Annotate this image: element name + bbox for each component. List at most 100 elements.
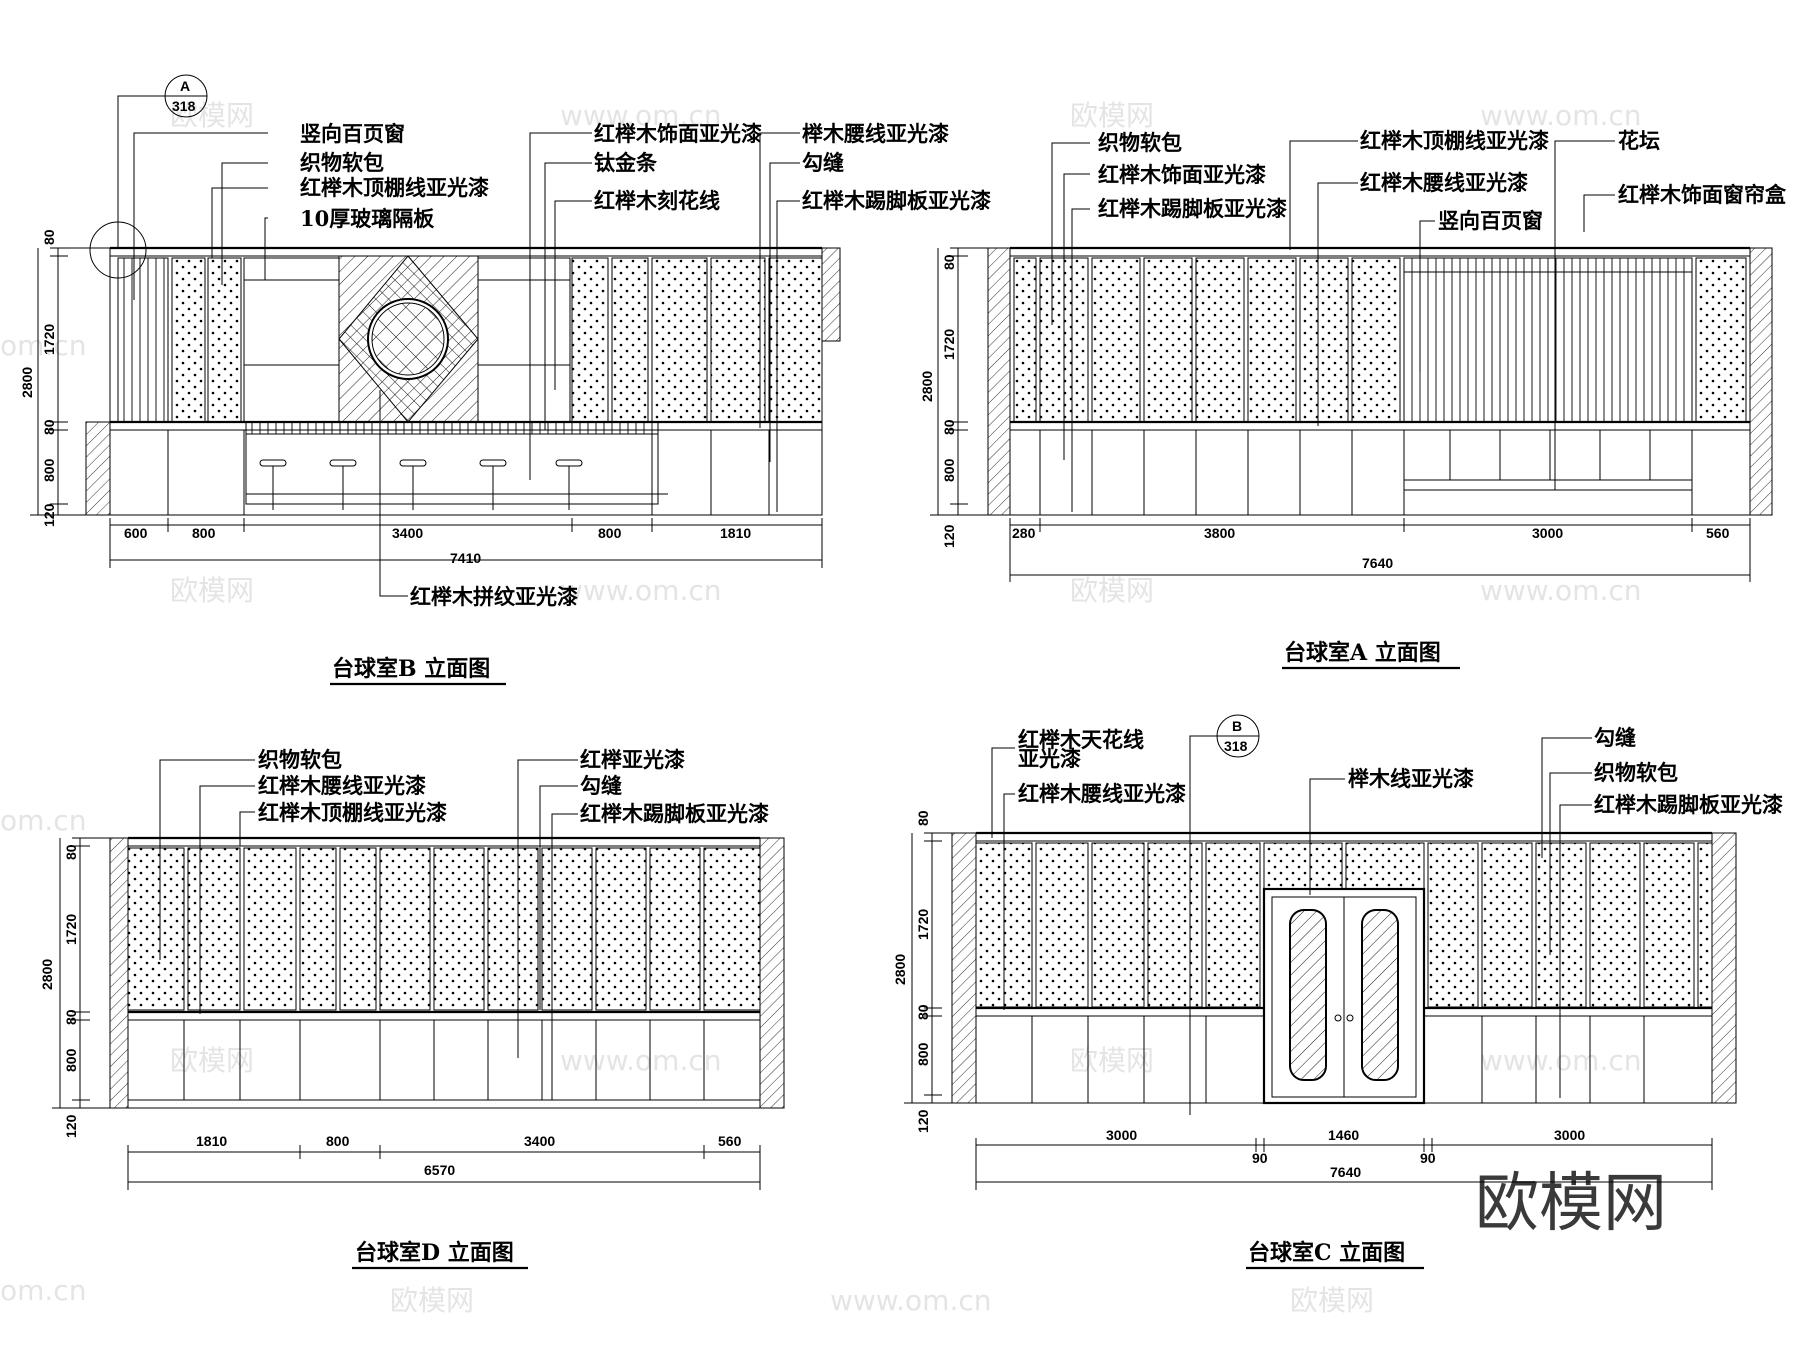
height-dim: 1720	[941, 329, 957, 360]
watermark-brand: 欧模网	[1290, 1284, 1374, 1317]
watermark-short: om.cn	[0, 329, 86, 362]
callout-label: 花坛	[1618, 128, 1660, 153]
height-dim: 80	[41, 229, 57, 245]
view-title: 台球室D 立面图	[355, 1240, 514, 1266]
watermark-brand: 欧模网	[170, 99, 254, 132]
total-width-dim: 7640	[1362, 555, 1393, 571]
callout-label: 红榉木天花线	[1018, 727, 1144, 752]
width-dim: 560	[1706, 525, 1730, 541]
width-dim: 560	[718, 1133, 742, 1149]
height-dim: 80	[941, 419, 957, 435]
callout-label: 红榉木腰线亚光漆	[1018, 781, 1186, 806]
watermark-brand: 欧模网	[170, 1044, 254, 1077]
height-dim: 80	[915, 1004, 931, 1020]
callout-label: 钛金条	[594, 150, 658, 175]
width-dim: 3400	[392, 525, 423, 541]
double-door	[1262, 887, 1426, 1105]
bar-stools	[259, 459, 583, 510]
watermark-short: om.cn	[0, 804, 86, 837]
watermark-brand: 欧模网	[170, 574, 254, 607]
callout-label: 红榉木踢脚板亚光漆	[1594, 792, 1783, 817]
watermark-layer: 欧模网 www.om.cn 欧模网 www.om.cn 欧模网 www.om.c…	[0, 99, 1667, 1317]
callout-label: 织物软包	[300, 150, 384, 175]
width-dim: 90	[1420, 1150, 1436, 1166]
height-dim: 1720	[63, 914, 79, 945]
height-dim: 800	[941, 458, 957, 482]
height-dim: 800	[63, 1048, 79, 1072]
width-dim: 3800	[1204, 525, 1235, 541]
watermark-brand: 欧模网	[1070, 99, 1154, 132]
total-width-dim: 7640	[1330, 1164, 1361, 1180]
height-dim: 120	[915, 1109, 931, 1133]
watermark-brand: 欧模网	[390, 1284, 474, 1317]
height-dim: 120	[41, 503, 57, 527]
height-dim: 80	[941, 254, 957, 270]
watermark-url: www.om.cn	[560, 99, 721, 132]
watermark-large-brand: 欧模网	[1475, 1167, 1667, 1241]
callout-label: 亚光漆	[1018, 746, 1081, 771]
total-height-dim: 2800	[39, 959, 55, 990]
width-dim: 3000	[1554, 1127, 1585, 1143]
height-dim: 80	[63, 844, 79, 860]
total-height-dim: 2800	[19, 367, 35, 398]
width-dim: 3400	[524, 1133, 555, 1149]
height-dim: 120	[941, 524, 957, 548]
elevation-view-b: A 318	[19, 74, 991, 686]
width-dim: 800	[192, 525, 216, 541]
section-tag-number: 318	[172, 98, 196, 114]
callout-label: 勾缝	[580, 773, 622, 798]
callout-label: 红榉木饰面亚光漆	[594, 121, 762, 146]
height-dim: 800	[41, 458, 57, 482]
height-dim: 80	[63, 1009, 79, 1025]
width-dim: 1460	[1328, 1127, 1359, 1143]
section-tag-letter: A	[180, 78, 190, 94]
watermark-url: www.om.cn	[560, 574, 721, 607]
view-title: 台球室B 立面图	[332, 656, 490, 682]
callout-label: 织物软包	[1098, 130, 1182, 155]
callout-label: 红榉木腰线亚光漆	[1360, 170, 1528, 195]
elevation-view-c: B 318	[892, 714, 1783, 1270]
height-dim: 800	[915, 1042, 931, 1066]
section-tag-a: A 318	[117, 74, 208, 248]
total-width-dim: 6570	[424, 1162, 455, 1178]
watermark-url: www.om.cn	[560, 1044, 721, 1077]
callout-label: 红榉木踢脚板亚光漆	[1098, 196, 1287, 221]
height-dim: 120	[63, 1114, 79, 1138]
callout-label: 红榉木顶棚线亚光漆	[1360, 128, 1549, 153]
callout-label: 榉木线亚光漆	[1348, 766, 1474, 791]
watermark-url: www.om.cn	[1480, 99, 1641, 132]
width-dim: 1810	[720, 525, 751, 541]
watermark-brand: 欧模网	[1070, 574, 1154, 607]
callout-label: 勾缝	[802, 150, 844, 175]
watermark-url: www.om.cn	[1480, 1044, 1641, 1077]
callout-label: 红榉木顶棚线亚光漆	[258, 800, 447, 825]
view-title: 台球室C 立面图	[1248, 1240, 1405, 1266]
callout-label: 红榉木踢脚板亚光漆	[802, 188, 991, 213]
callout-label: 红榉木饰面亚光漆	[1098, 162, 1266, 187]
view-title: 台球室A 立面图	[1284, 640, 1441, 666]
width-dim: 600	[124, 525, 148, 541]
width-dim: 800	[598, 525, 622, 541]
watermark-url: www.om.cn	[1480, 574, 1641, 607]
section-tag-letter: B	[1232, 718, 1242, 734]
callout-label: 10厚玻璃隔板	[300, 206, 435, 231]
callout-label: 竖向百页窗	[300, 121, 405, 146]
height-dim: 1720	[41, 324, 57, 355]
callout-label: 勾缝	[1594, 725, 1636, 750]
elevation-view-d: 80 1720 80 800 120 2800 1810 800 3400 56…	[39, 747, 785, 1270]
callout-label: 织物软包	[1594, 760, 1678, 785]
callout-label: 红榉木顶棚线亚光漆	[300, 175, 489, 200]
elevation-view-a: 80 1720 80 800 120 2800 280 3800 3000 56…	[919, 128, 1787, 670]
total-height-dim: 2800	[919, 371, 935, 402]
watermark-url: www.om.cn	[830, 1284, 991, 1317]
width-dim: 3000	[1532, 525, 1563, 541]
width-dim: 800	[326, 1133, 350, 1149]
height-dim: 1720	[915, 909, 931, 940]
callout-label: 红榉木饰面窗帘盒	[1618, 182, 1787, 207]
width-dim: 280	[1012, 525, 1036, 541]
height-dim: 80	[41, 419, 57, 435]
total-width-dim: 7410	[450, 550, 481, 566]
width-dim: 3000	[1106, 1127, 1137, 1143]
callout-label: 红榉木腰线亚光漆	[258, 773, 426, 798]
